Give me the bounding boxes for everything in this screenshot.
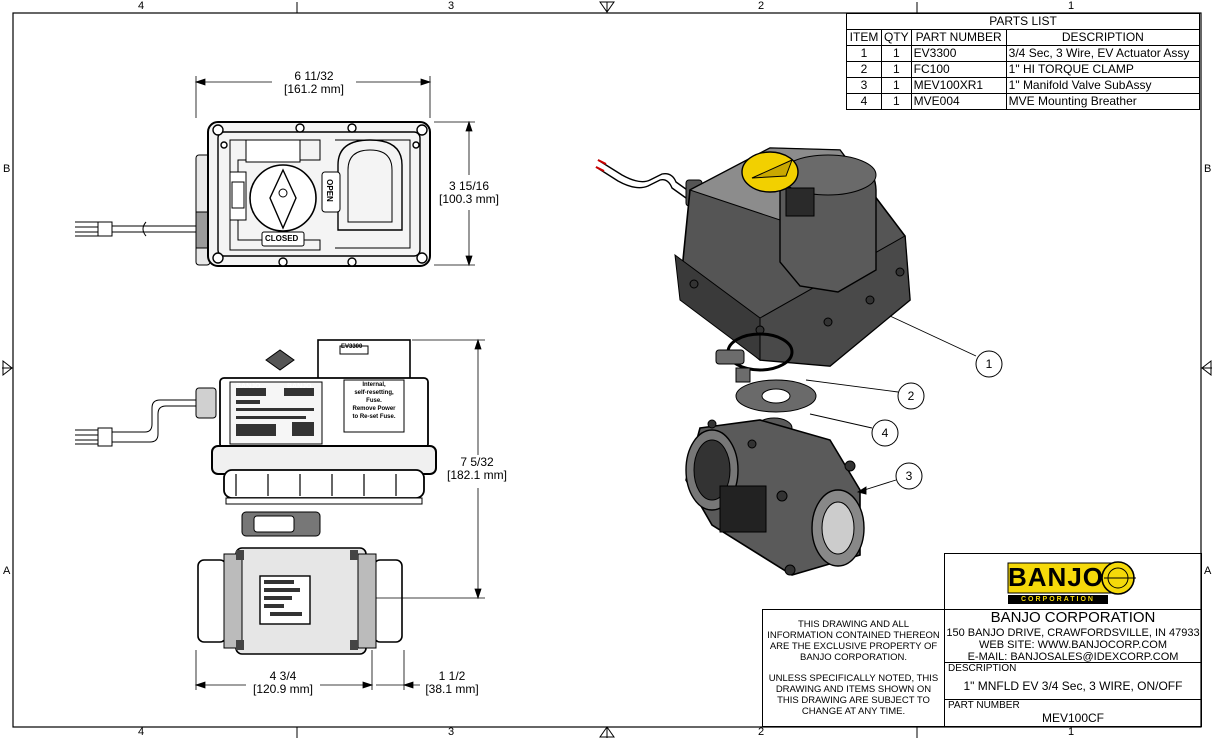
side-view-model-label: EV3300 xyxy=(341,344,363,350)
zone-right-b: B xyxy=(1204,163,1212,175)
header-qty: QTY xyxy=(881,29,912,46)
zone-right-a: A xyxy=(1204,565,1212,577)
balloon-1: 1 xyxy=(985,357,993,371)
header-description: DESCRIPTION xyxy=(1005,29,1201,46)
notice-cell xyxy=(762,609,945,727)
side-view-fuse-notice: Internal, self-resetting, Fuse. Remove P… xyxy=(352,382,396,420)
zone-top-2: 2 xyxy=(758,0,765,12)
parts-list-header-row: ITEM QTY PART NUMBER DESCRIPTION xyxy=(846,29,1201,46)
cell-description: 3/4 Sec, 3 Wire, EV Actuator Assy xyxy=(1005,45,1201,62)
zone-bottom-1: 1 xyxy=(1068,726,1075,738)
zone-top-1: 1 xyxy=(1068,0,1075,12)
description-label: DESCRIPTION xyxy=(948,663,1017,674)
zone-bottom-4: 4 xyxy=(138,726,145,738)
balloon-leaders xyxy=(805,315,977,495)
zone-left-b: B xyxy=(3,163,11,175)
dimension-side-height: 7 5/32[182.1 mm] xyxy=(440,456,514,482)
part-number-label: PART NUMBER xyxy=(948,700,1020,711)
company-website: WEB SITE: WWW.BANJOCORP.COM xyxy=(978,639,1168,651)
cell-qty: 1 xyxy=(881,61,912,78)
side-view-assembly xyxy=(75,339,437,655)
balloon-2: 2 xyxy=(907,389,915,403)
parts-list-title: PARTS LIST xyxy=(846,13,1200,30)
cell-part-number: MVE004 xyxy=(910,93,1007,110)
table-row: 3 1 MEV100XR1 1" Manifold Valve SubAssy xyxy=(846,77,1201,94)
cell-description: 1" HI TORQUE CLAMP xyxy=(1005,61,1201,78)
balloons xyxy=(871,350,1003,490)
dimension-bottom-width: 4 3/4[120.9 mm] xyxy=(246,670,320,696)
header-item: ITEM xyxy=(846,29,882,46)
title-block: BANJO CORPORATION BANJO CORPORATION 150 … xyxy=(762,553,1202,727)
table-row: 2 1 FC100 1" HI TORQUE CLAMP xyxy=(846,61,1201,78)
cell-description: 1" Manifold Valve SubAssy xyxy=(1005,77,1201,94)
top-view-screws xyxy=(212,123,428,267)
description-value: 1" MNFLD EV 3/4 Sec, 3 WIRE, ON/OFF xyxy=(963,679,1183,693)
zone-top-4: 4 xyxy=(138,0,145,12)
logo-graphic xyxy=(1007,561,1136,604)
cell-item: 4 xyxy=(846,93,882,110)
cell-qty: 1 xyxy=(881,93,912,110)
parts-list-table: PARTS LIST ITEM QTY PART NUMBER DESCRIPT… xyxy=(846,13,1201,110)
top-view-actuator xyxy=(75,121,431,267)
dimension-top-height: 3 15/16[100.3 mm] xyxy=(432,180,506,206)
company-address: 150 BANJO DRIVE, CRAWFORDSVILLE, IN 4793… xyxy=(946,627,1200,639)
balloon-4: 4 xyxy=(881,426,889,440)
company-name: BANJO CORPORATION xyxy=(990,609,1156,626)
dimension-pipe-width: 1 1/2[38.1 mm] xyxy=(420,670,484,696)
logo-subtext: CORPORATION xyxy=(1021,596,1095,603)
change-notice: UNLESS SPECIFICALLY NOTED, THIS DRAWING … xyxy=(768,673,939,717)
header-part-number: PART NUMBER xyxy=(910,29,1007,46)
company-email: E-MAIL: BANJOSALES@IDEXCORP.COM xyxy=(967,651,1179,663)
table-row: 1 1 EV3300 3/4 Sec, 3 Wire, EV Actuator … xyxy=(846,45,1201,62)
cell-item: 3 xyxy=(846,77,882,94)
zone-left-a: A xyxy=(3,565,11,577)
cell-item: 1 xyxy=(846,45,882,62)
top-view-closed-label: CLOSED xyxy=(265,234,299,243)
balloon-3: 3 xyxy=(905,469,913,483)
banjo-logo: BANJO CORPORATION xyxy=(1006,559,1138,605)
dimension-top-width: 6 11/32[161.2 mm] xyxy=(272,70,356,96)
cell-part-number: MEV100XR1 xyxy=(910,77,1007,94)
logo-wordmark: BANJO xyxy=(1008,562,1105,592)
isometric-assembly xyxy=(595,147,911,576)
side-view-brand-label: BANJO xyxy=(236,383,261,390)
cell-description: MVE Mounting Breather xyxy=(1005,93,1201,110)
zone-bottom-2: 2 xyxy=(758,726,765,738)
zone-bottom-3: 3 xyxy=(448,726,455,738)
table-row: 4 1 MVE004 MVE Mounting Breather xyxy=(846,93,1201,110)
top-view-open-label: OPEN xyxy=(324,179,334,202)
cell-part-number: FC100 xyxy=(910,61,1007,78)
cell-item: 2 xyxy=(846,61,882,78)
zone-top-3: 3 xyxy=(448,0,455,12)
logo-cell xyxy=(944,553,1202,609)
top-view-cable xyxy=(75,221,196,237)
cell-qty: 1 xyxy=(881,45,912,62)
cell-part-number: EV3300 xyxy=(910,45,1007,62)
ownership-notice: THIS DRAWING AND ALL INFORMATION CONTAIN… xyxy=(767,619,940,663)
cell-qty: 1 xyxy=(881,77,912,94)
part-number-value: MEV100CF xyxy=(1041,711,1105,725)
side-view-brand-label-2: BANJO xyxy=(287,383,312,390)
